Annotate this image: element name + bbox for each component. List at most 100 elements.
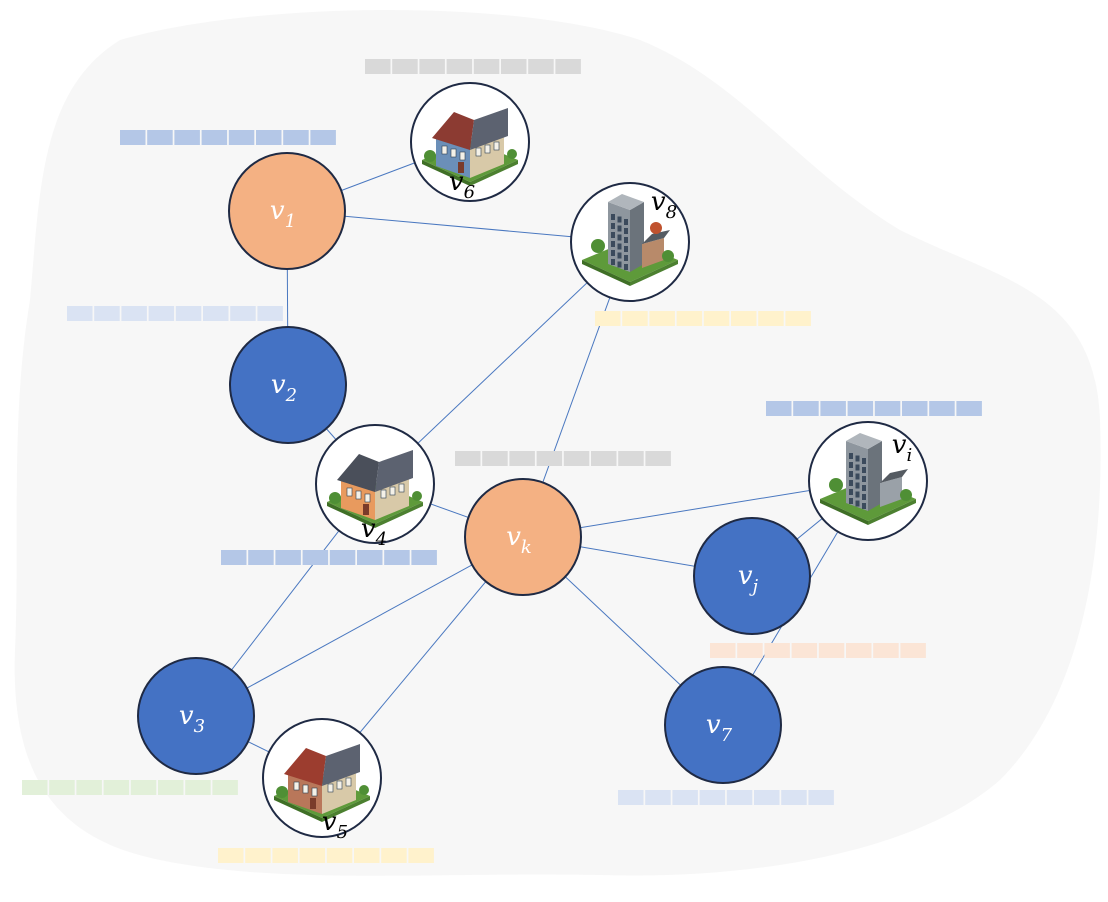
two-story-house-icon bbox=[327, 450, 423, 528]
node-v2: v2 bbox=[229, 326, 347, 444]
edge-vk-v3 bbox=[195, 536, 524, 717]
feature-cell bbox=[482, 451, 508, 466]
feature-cell bbox=[818, 643, 845, 658]
feature-cell bbox=[902, 401, 928, 416]
node-label-main: v bbox=[322, 807, 337, 837]
feature-cell bbox=[130, 780, 157, 795]
feature-cell bbox=[873, 643, 899, 658]
feature-cell bbox=[256, 130, 282, 145]
feature-cell bbox=[185, 780, 211, 795]
node-label-vj: vj bbox=[738, 561, 759, 597]
apartment-building-icon bbox=[582, 194, 678, 286]
feature-cell bbox=[791, 643, 818, 658]
node-vj: vj bbox=[693, 517, 811, 635]
node-label-main: v bbox=[271, 370, 286, 400]
feature-cell bbox=[275, 550, 301, 565]
feature-cell bbox=[595, 311, 621, 326]
node-label-sub: 6 bbox=[464, 182, 475, 203]
feature-cell bbox=[49, 780, 75, 795]
feature-cell bbox=[808, 790, 834, 805]
node-label-sub: i bbox=[906, 445, 912, 466]
feature-bar-vj bbox=[710, 643, 926, 658]
feature-cell bbox=[929, 401, 955, 416]
node-v1-circle bbox=[228, 152, 346, 270]
node-label-v3: v3 bbox=[179, 701, 205, 737]
feature-cell bbox=[699, 790, 726, 805]
node-v8: v8 bbox=[570, 182, 690, 302]
feature-cell bbox=[793, 401, 819, 416]
node-label-main: v bbox=[361, 514, 376, 544]
feature-cell bbox=[509, 451, 535, 466]
node-label-v2: v2 bbox=[271, 370, 297, 406]
node-label-v8: v8 bbox=[651, 187, 677, 223]
node-label-sub: 1 bbox=[285, 211, 296, 232]
node-label-main: v bbox=[651, 187, 666, 217]
node-label-sub: k bbox=[521, 537, 532, 558]
feature-cell bbox=[726, 790, 753, 805]
feature-cell bbox=[622, 311, 648, 326]
node-label-sub: 5 bbox=[337, 822, 348, 843]
feature-cell bbox=[408, 848, 434, 863]
feature-cell bbox=[563, 451, 590, 466]
feature-cell bbox=[103, 780, 130, 795]
feature-cell bbox=[381, 848, 407, 863]
feature-bar-vk bbox=[455, 451, 671, 466]
feature-bar-v2 bbox=[67, 306, 283, 321]
feature-cell bbox=[329, 550, 356, 565]
node-label-main: v bbox=[892, 430, 907, 460]
node-v2-circle bbox=[229, 326, 347, 444]
feature-cell bbox=[354, 848, 380, 863]
feature-cell bbox=[766, 401, 792, 416]
feature-cell bbox=[754, 790, 780, 805]
node-label-v4: v4 bbox=[361, 514, 387, 550]
feature-cell bbox=[764, 643, 790, 658]
node-label-sub: 8 bbox=[666, 202, 677, 223]
feature-cell bbox=[618, 451, 644, 466]
node-label-vi: vi bbox=[892, 430, 912, 466]
feature-cell bbox=[758, 311, 784, 326]
node-label-main: v bbox=[506, 522, 521, 552]
feature-bar-vi bbox=[766, 401, 982, 416]
feature-cell bbox=[221, 550, 247, 565]
feature-cell bbox=[473, 59, 500, 74]
node-label-main: v bbox=[270, 196, 285, 226]
node-v5: v5 bbox=[262, 718, 382, 843]
feature-cell bbox=[731, 311, 757, 326]
node-label-sub: 2 bbox=[285, 385, 297, 406]
node-v1: v1 bbox=[228, 152, 346, 270]
feature-cell bbox=[158, 780, 184, 795]
node-vi: vi bbox=[808, 421, 928, 541]
node-label-main: v bbox=[738, 561, 753, 591]
townhouse-icon bbox=[274, 744, 370, 822]
feature-cell bbox=[737, 643, 763, 658]
feature-cell bbox=[781, 790, 807, 805]
feature-cell bbox=[710, 643, 736, 658]
feature-cell bbox=[649, 311, 675, 326]
node-v7-circle bbox=[664, 666, 782, 784]
feature-cell bbox=[175, 306, 202, 321]
feature-cell bbox=[228, 130, 255, 145]
feature-cell bbox=[302, 550, 329, 565]
node-v3-circle bbox=[137, 657, 255, 775]
node-v3: v3 bbox=[137, 657, 255, 775]
feature-cell bbox=[248, 550, 274, 565]
office-building-icon bbox=[820, 433, 916, 525]
feature-cell bbox=[384, 550, 410, 565]
feature-cell bbox=[120, 130, 146, 145]
node-label-v7: v7 bbox=[706, 710, 733, 746]
node-label-main: v bbox=[706, 710, 721, 740]
feature-bars-layer bbox=[22, 59, 982, 863]
feature-cell bbox=[392, 59, 418, 74]
feature-cell bbox=[357, 550, 383, 565]
node-label-sub: j bbox=[749, 576, 759, 597]
feature-cell bbox=[326, 848, 353, 863]
feature-cell bbox=[147, 130, 173, 145]
feature-cell bbox=[121, 306, 147, 321]
feature-cell bbox=[528, 59, 554, 74]
node-label-v6: v6 bbox=[449, 167, 475, 203]
node-vk: vk bbox=[464, 478, 582, 596]
node-label-sub: 3 bbox=[194, 716, 205, 737]
node-label-sub: 7 bbox=[721, 725, 733, 746]
